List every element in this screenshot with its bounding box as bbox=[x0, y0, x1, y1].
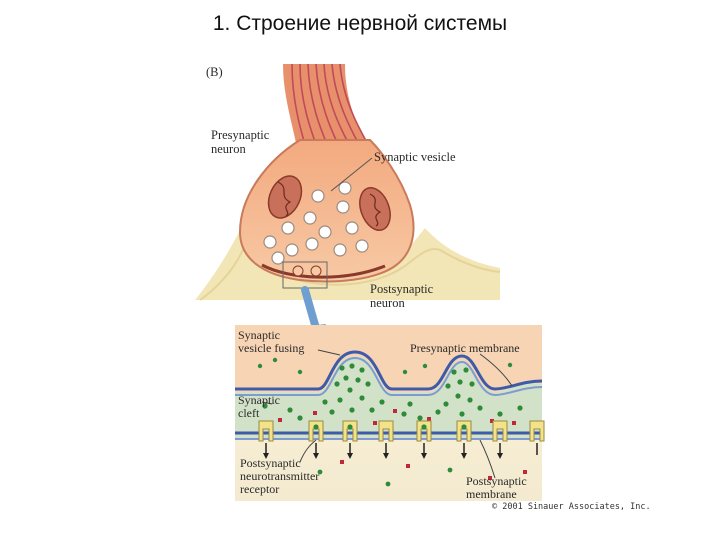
slide-title: 1. Строение нервной системы bbox=[212, 12, 508, 35]
vesicle bbox=[355, 239, 369, 253]
leader-lines bbox=[261, 349, 513, 479]
receptor bbox=[258, 420, 274, 459]
synaptic-cleft-label-2: cleft bbox=[238, 406, 260, 420]
presynaptic-neuron-label-1: Presynaptic bbox=[211, 128, 270, 142]
vesicle bbox=[338, 181, 352, 195]
copyright-notice: © 2001 Sinauer Associates, Inc. bbox=[492, 502, 651, 512]
vesicle bbox=[311, 189, 325, 203]
postsynaptic-membrane-label-2: membrane bbox=[466, 487, 517, 501]
presynaptic-terminal-shape bbox=[238, 139, 415, 283]
neurotransmitter-below bbox=[317, 467, 453, 487]
receptor bbox=[308, 420, 324, 459]
receptor bbox=[378, 420, 394, 459]
panel-label: (B) bbox=[206, 65, 223, 79]
vesicle bbox=[281, 221, 295, 235]
neurotransmitter-green bbox=[257, 357, 523, 421]
mitochondrion-right bbox=[359, 187, 391, 231]
synaptic-vesicle-label: Synaptic vesicle bbox=[374, 150, 456, 164]
receptor-label-1: Postsynaptic bbox=[240, 456, 301, 470]
postsynaptic-neuron-label-1: Postsynaptic bbox=[370, 282, 434, 296]
receptor bbox=[529, 420, 545, 455]
presynaptic-membrane-label: Presynaptic membrane bbox=[410, 341, 520, 355]
vesicles bbox=[263, 181, 369, 265]
top-panel bbox=[195, 63, 501, 301]
vesicle bbox=[285, 243, 299, 257]
postsynaptic-neuron-label-2: neuron bbox=[370, 296, 405, 310]
synaptic-cleft-label-1: Synaptic bbox=[238, 393, 280, 407]
receptor bbox=[416, 420, 432, 459]
vesicle-fusing-label-2: vesicle fusing bbox=[238, 341, 304, 355]
vesicle bbox=[303, 211, 317, 225]
presynaptic-membrane bbox=[235, 350, 543, 391]
receptors bbox=[258, 420, 545, 459]
receptor bbox=[342, 420, 358, 459]
mitochondrion-left bbox=[267, 175, 303, 219]
vesicle bbox=[336, 200, 350, 214]
receptor-label-3: receptor bbox=[240, 482, 279, 496]
receptor bbox=[492, 420, 508, 459]
vesicle-fusing-label-1: Synaptic bbox=[238, 328, 280, 342]
postsynaptic-neuron-shape bbox=[195, 228, 500, 300]
vesicle bbox=[345, 221, 359, 235]
neurotransmitter-red bbox=[278, 409, 527, 480]
vesicle bbox=[305, 237, 319, 251]
vesicle bbox=[333, 243, 347, 257]
postsynaptic-membrane-label-1: Postsynaptic bbox=[466, 474, 527, 488]
receptor-label-2: neurotransmitter bbox=[240, 469, 319, 483]
vesicle bbox=[271, 251, 285, 265]
receptor bbox=[456, 420, 472, 459]
zoom-panel bbox=[235, 325, 545, 501]
vesicle bbox=[263, 235, 277, 249]
presynaptic-neuron-label-2: neuron bbox=[211, 142, 246, 156]
vesicle bbox=[318, 225, 332, 239]
